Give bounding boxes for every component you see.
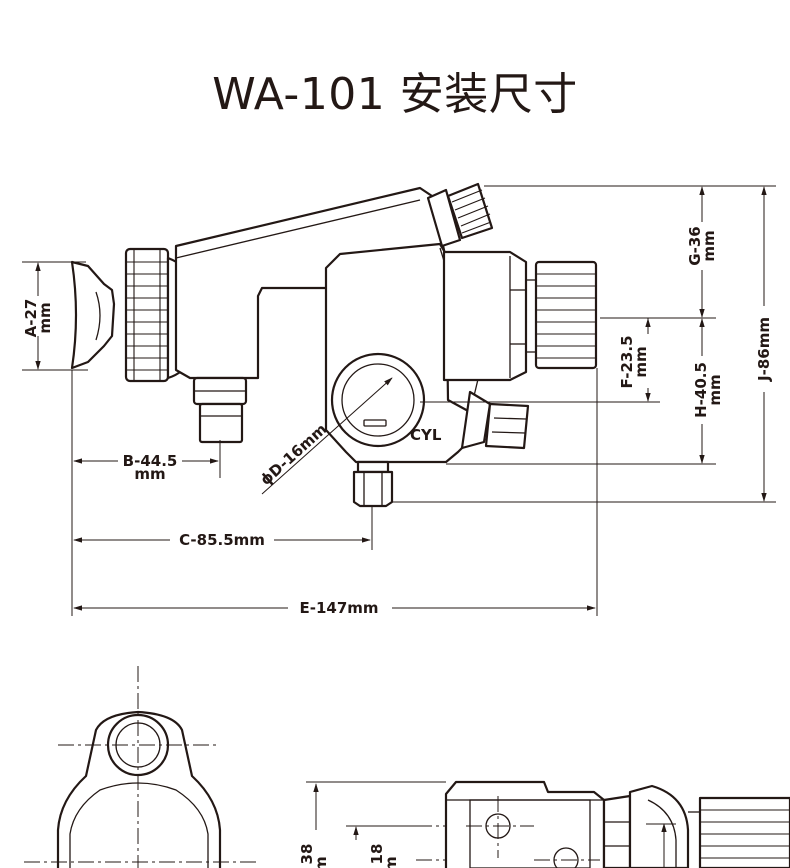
dim-d-label: ϕD-16mm (257, 420, 331, 489)
dim-h-unit: mm (706, 374, 724, 405)
dim-a-label: A-27 (22, 299, 40, 338)
cylinder-circle-outer (330, 352, 426, 448)
front-knurled-ring (124, 247, 170, 383)
dim-j-label: J-86mm (755, 317, 773, 382)
dim-bottom-mid-label: 18 (368, 844, 386, 865)
bottom-fitting (352, 460, 394, 508)
spray-gun-side-view (70, 182, 598, 508)
mount-bracket (56, 710, 222, 868)
dim-h-label: H-40.5 (692, 362, 710, 418)
dim-c-label: C-85.5mm (179, 531, 265, 549)
dim-g-unit: mm (700, 230, 718, 261)
cylinder-circle-inner (341, 363, 415, 437)
dim-bottom-mid-unit: mm (382, 856, 400, 868)
page-title: WA-101 安装尺寸 (212, 69, 578, 120)
rear-adjust-knob (442, 250, 598, 382)
rear-body-outline (444, 780, 606, 868)
front-view-partial (24, 666, 256, 868)
dim-b-unit: mm (134, 465, 165, 483)
dim-e-label: E-147mm (299, 599, 378, 617)
dim-a-unit: mm (36, 302, 54, 333)
bottom-dimension-labels: 38 mm 18 mm (298, 844, 400, 868)
cyl-label: CYL (410, 426, 442, 444)
air-cap (70, 260, 116, 370)
rear-view-partial (306, 780, 790, 868)
dim-bottom-left-label: 38 (298, 844, 316, 865)
top-adjust-knob (426, 182, 494, 248)
dim-bottom-left-unit: mm (312, 856, 330, 868)
dim-f-unit: mm (632, 346, 650, 377)
dim-b-label: B-44.5 (123, 452, 178, 470)
dimension-lines (22, 185, 776, 616)
dimension-labels: A-27 mm B-44.5 mm C-85.5mm E-147mm ϕD-16… (22, 226, 773, 617)
dim-f-label: F-23.5 (618, 335, 636, 388)
dim-g-label: G-36 (686, 226, 704, 265)
fluid-inlet-fitting (192, 376, 248, 444)
air-inlet-fitting (460, 390, 530, 450)
